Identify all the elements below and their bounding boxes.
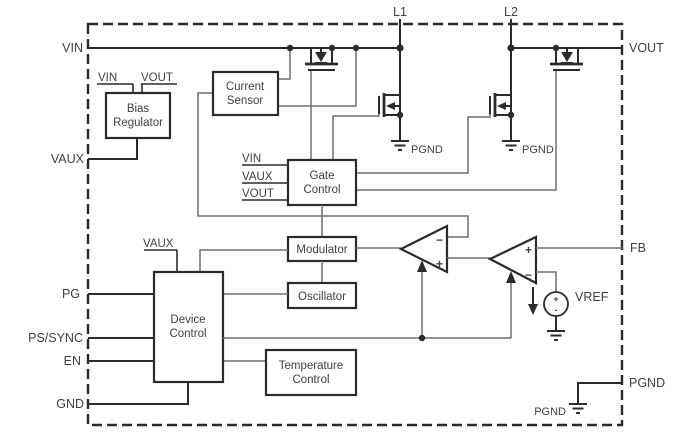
pgnd-ground-icon	[502, 140, 520, 151]
pin-vin: VIN	[62, 41, 83, 55]
gate-vout-label: VOUT	[242, 188, 274, 200]
vref-plus-sign: +	[553, 294, 558, 304]
pin-pgnd: PGND	[629, 376, 665, 390]
svg-text:Control: Control	[303, 184, 340, 196]
vref-source: + - VREF	[528, 287, 609, 341]
current-sense-wires	[197, 48, 469, 238]
vref-minus-sign: -	[555, 305, 558, 315]
up-arrow-icon	[506, 271, 516, 283]
vref-input-wire	[536, 271, 557, 292]
vaux-pin-line	[88, 139, 138, 160]
pgnd-ground-icon	[569, 403, 587, 414]
gnd-pin-line	[88, 382, 189, 405]
mosfet-arrow-icon	[497, 102, 506, 110]
pin-vaux: VAUX	[51, 152, 85, 166]
device-vaux-label: VAUX	[143, 238, 174, 250]
body-diode-icon	[561, 52, 573, 62]
svg-text:Device: Device	[170, 314, 205, 326]
pgnd-ground-icon	[391, 140, 409, 151]
output-pmos-gate-wire	[356, 71, 557, 191]
svg-text:Modulator: Modulator	[296, 244, 347, 256]
device-control-block: VAUX Device Control	[143, 238, 288, 384]
pin-l1: L1	[393, 5, 407, 19]
pin-pg: PG	[62, 287, 80, 301]
pgnd-label-2: PGND	[522, 144, 554, 156]
body-diode-icon	[315, 52, 327, 62]
comparator-triangle	[487, 235, 538, 285]
pin-wires-left	[88, 139, 189, 405]
svg-text:Bias: Bias	[127, 103, 150, 115]
gate-vin-label: VIN	[242, 153, 261, 165]
svg-text:Control: Control	[169, 328, 206, 340]
svg-text:Gate: Gate	[310, 170, 335, 182]
lowside-nmos-2: PGND	[356, 48, 554, 174]
pin-pssync: PS/SYNC	[28, 331, 83, 345]
junction-dots	[286, 44, 560, 342]
pgnd-pin-line	[577, 382, 622, 403]
up-arrow-icon	[417, 260, 427, 272]
pin-labels: VIN VAUX PG PS/SYNC EN GND L1 L2 VOUT FB…	[28, 5, 665, 411]
pwm-comparator: − +	[356, 224, 449, 274]
ground-icon	[547, 330, 565, 341]
lowside-nmos-1: PGND	[332, 48, 443, 160]
pin-fb: FB	[630, 241, 646, 255]
current-sense-feedback-wire	[197, 92, 469, 238]
error-plus-sign: +	[525, 243, 532, 257]
pin-gnd: GND	[56, 397, 84, 411]
svg-text:Temperature: Temperature	[279, 360, 344, 372]
output-pmos	[356, 48, 583, 191]
vref-label: VREF	[575, 290, 609, 304]
svg-text:Sensor: Sensor	[227, 95, 264, 107]
pin-l2: L2	[504, 5, 518, 19]
svg-text:Control: Control	[292, 374, 329, 386]
control-rail	[223, 260, 516, 339]
current-sensor-block: Current Sensor	[211, 70, 280, 117]
bias-regulator-block: VIN VOUT Bias Regulator	[97, 72, 177, 140]
gate-control-block: VIN VAUX VOUT Gate Control	[242, 153, 358, 207]
gate-vaux-label: VAUX	[242, 171, 273, 183]
svg-text:Current: Current	[226, 81, 265, 93]
input-pmos	[305, 48, 338, 160]
pgnd-label-bottom: PGND	[534, 406, 566, 418]
mosfet-arrow-icon	[386, 102, 395, 110]
modulator-block: Modulator	[286, 205, 358, 263]
pwm-minus-sign: −	[436, 233, 443, 247]
down-arrow-icon	[528, 304, 538, 315]
pgnd-label-1: PGND	[411, 144, 443, 156]
bias-vout-label: VOUT	[141, 72, 173, 84]
error-minus-sign: −	[525, 268, 532, 282]
pin-en: EN	[64, 354, 81, 368]
svg-text:Oscillator: Oscillator	[298, 291, 346, 303]
pin-vout: VOUT	[629, 41, 664, 55]
svg-text:Regulator: Regulator	[113, 117, 163, 129]
ic-boundary	[86, 22, 624, 427]
bias-vin-label: VIN	[98, 72, 117, 84]
nmos2-gate-wire	[356, 114, 491, 174]
comparator-triangle	[398, 224, 449, 274]
device-to-modulator-wire	[199, 249, 288, 272]
oscillator-block: Oscillator	[286, 261, 358, 310]
nmos1-gate-wire	[332, 114, 380, 160]
pgnd-bottom: PGND	[534, 382, 622, 418]
pwm-plus-sign: +	[436, 257, 443, 271]
error-amplifier: + −	[447, 235, 622, 292]
temperature-control-block: Temperature Control	[264, 348, 358, 397]
